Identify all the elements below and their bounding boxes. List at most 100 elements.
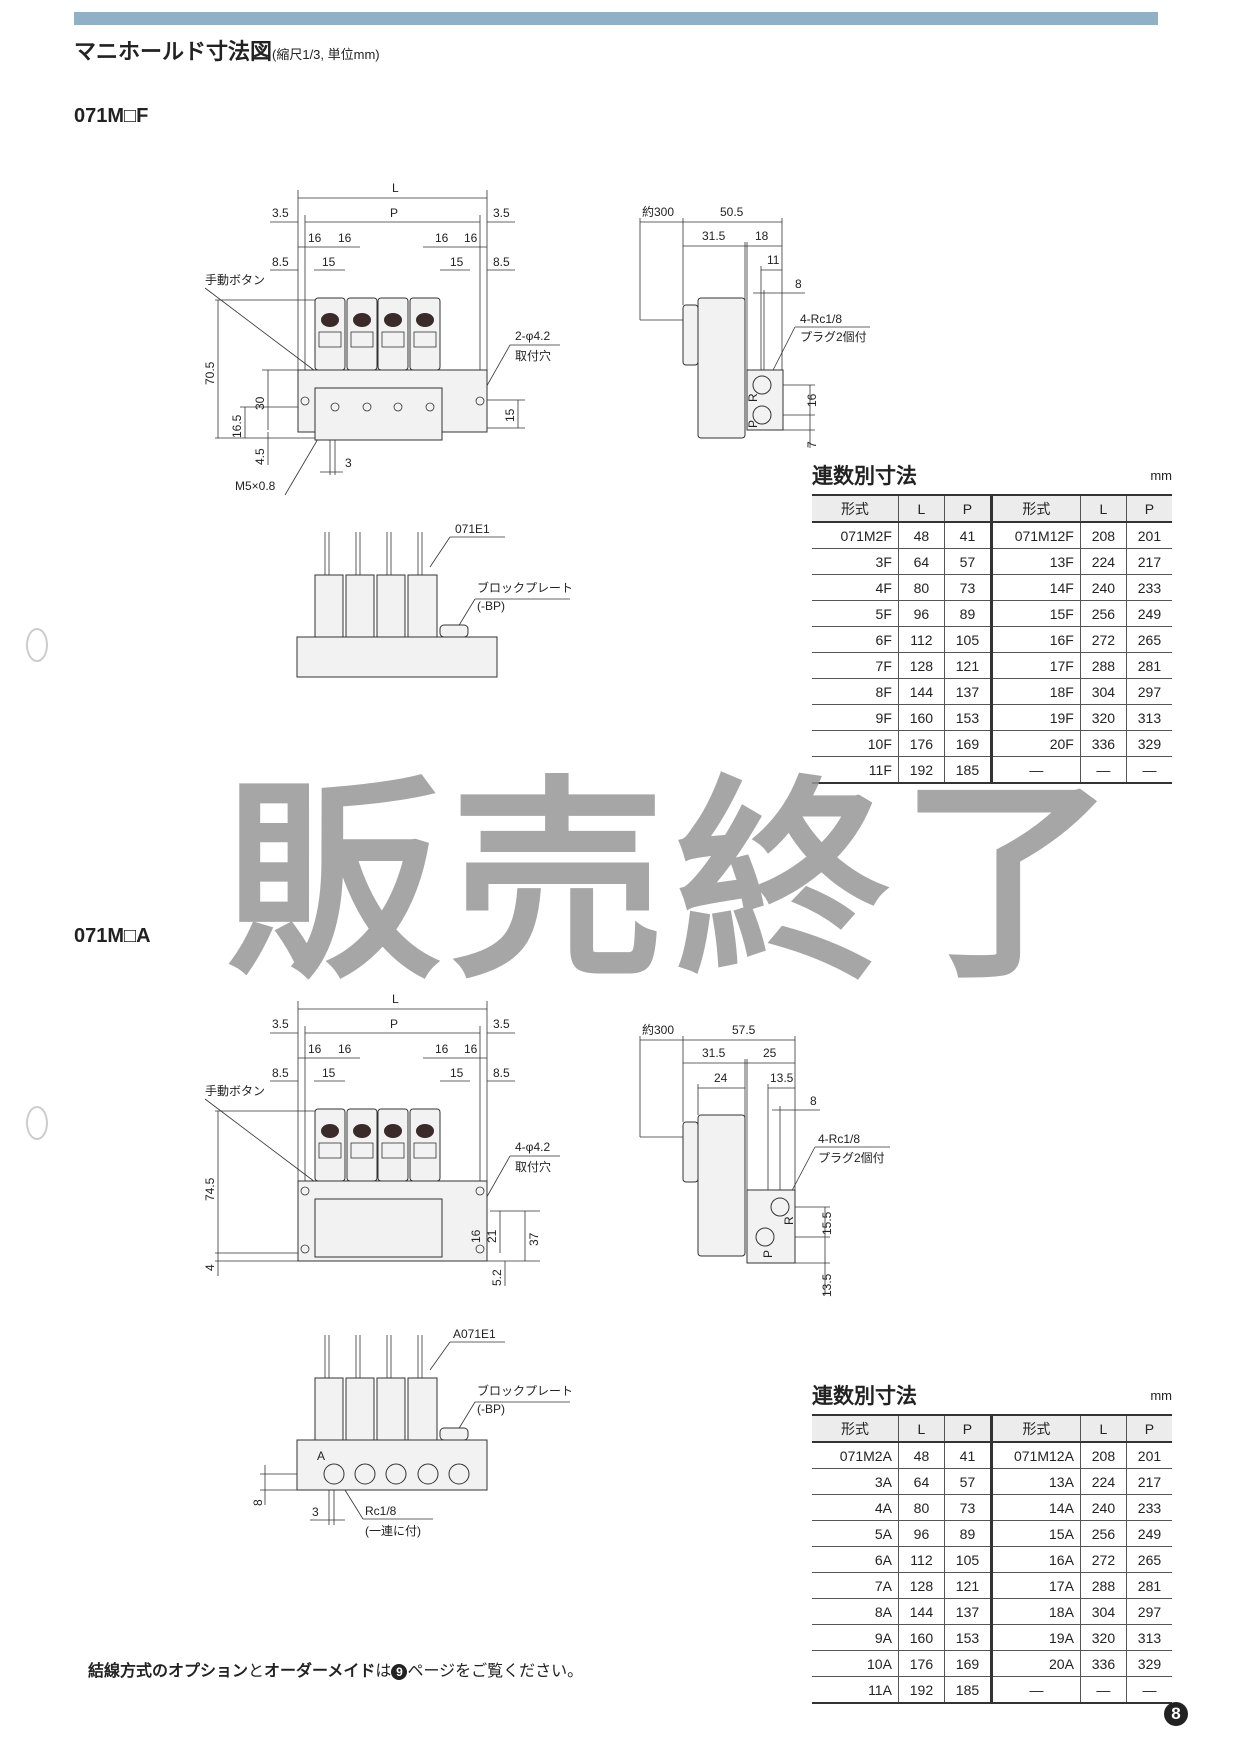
plug-label: プラグ2個付 — [800, 330, 867, 344]
table-cell: 48 — [897, 522, 945, 549]
dim-height: 70.5 — [203, 361, 217, 385]
dim-16: 16 — [308, 231, 322, 245]
table-cell: 329 — [1125, 1650, 1172, 1677]
dim-8-5: 8.5 — [272, 255, 289, 269]
port-r: R — [746, 393, 760, 402]
table-cell: 89 — [943, 600, 992, 627]
port-p: P — [761, 1250, 775, 1258]
column-header: 形式 — [989, 1415, 1081, 1443]
table-cell: 265 — [1125, 626, 1172, 653]
dim-3-5-left: 3.5 — [272, 206, 289, 220]
table-cell: 8F — [812, 678, 899, 705]
table-cell: 17F — [989, 652, 1081, 679]
page-title: マニホールド寸法図(縮尺1/3, 単位mm) — [74, 34, 380, 66]
dim-30: 30 — [253, 396, 267, 410]
table-cell: 121 — [943, 652, 992, 679]
table-cell: 071M2A — [812, 1442, 899, 1469]
table-cell: 16A — [989, 1546, 1081, 1573]
dim-8: 8 — [251, 1499, 265, 1506]
table-cell: 8A — [812, 1598, 899, 1625]
valve-label: A071E1 — [453, 1327, 496, 1341]
dim-wire: 約300 — [642, 1022, 674, 1037]
column-header: L — [1079, 1415, 1127, 1443]
table-cell: 57 — [943, 1468, 992, 1495]
table-cell: 201 — [1125, 522, 1172, 549]
table-cell: 96 — [897, 600, 945, 627]
table-cell: 288 — [1079, 1572, 1127, 1599]
table-cell: 233 — [1125, 1494, 1172, 1521]
dim-v2: 7 — [805, 441, 819, 448]
header-bar — [74, 12, 1158, 25]
column-header: P — [1125, 1415, 1172, 1443]
table-cell: 105 — [943, 626, 992, 653]
table-cell: 18F — [989, 678, 1081, 705]
table-cell: 15A — [989, 1520, 1081, 1547]
column-header: P — [943, 1415, 992, 1443]
column-header: P — [943, 495, 992, 523]
dim-total: 50.5 — [720, 205, 744, 219]
side-view-a: 約300 57.5 31.5 25 24 13.5 8 4-Rc1/8 プラグ2… — [639, 1022, 890, 1297]
manual-button-label: 手動ボタン — [205, 273, 265, 287]
table-cell: 89 — [943, 1520, 992, 1547]
note-text: と — [248, 1663, 265, 1680]
table-cell: 9F — [812, 704, 899, 731]
table-cell: 80 — [897, 1494, 945, 1521]
table-cell: 64 — [897, 548, 945, 575]
valve-label: 071E1 — [455, 522, 490, 536]
dim-16-5: 16.5 — [230, 414, 244, 438]
table-cell: 153 — [943, 704, 992, 731]
table-cell: 11A — [812, 1676, 899, 1704]
title-text: マニホールド寸法図 — [74, 39, 273, 64]
dim-8-5: 8.5 — [272, 1066, 289, 1080]
table-cell: 304 — [1079, 678, 1127, 705]
bottom-view-a: A A071E1 ブロックプレート (-BP) Rc1/8 (一連に付) 8 3 — [251, 1327, 573, 1538]
table-title: 連数別寸法 — [812, 1385, 917, 1408]
plug-label: プラグ2個付 — [818, 1151, 885, 1165]
table-cell: — — [989, 756, 1081, 784]
table-cell: 14F — [989, 574, 1081, 601]
table-cell: 208 — [1079, 1442, 1127, 1469]
dim-16: 16 — [308, 1042, 322, 1056]
mount-hole-label-2: 取付穴 — [515, 348, 551, 363]
dim-21: 21 — [485, 1229, 499, 1243]
table-cell: 217 — [1125, 1468, 1172, 1495]
table-cell: 071M2F — [812, 522, 899, 549]
dim-e: 8 — [810, 1094, 817, 1108]
table-cell: 297 — [1125, 1598, 1172, 1625]
table-cell: 6A — [812, 1546, 899, 1573]
dim-8-5: 8.5 — [493, 255, 510, 269]
bottom-view-f: 071E1 ブロックプレート (-BP) — [296, 522, 573, 678]
binder-hole — [26, 628, 48, 662]
table-cell: 137 — [943, 1598, 992, 1625]
table-cell: 105 — [943, 1546, 992, 1573]
page-number: 8 — [1164, 1702, 1188, 1726]
table-cell: — — [1079, 1676, 1127, 1704]
table-unit: mm — [1150, 1388, 1172, 1403]
table-cell: 256 — [1079, 1520, 1127, 1547]
dim-16: 16 — [435, 1042, 449, 1056]
binder-hole — [26, 1106, 48, 1140]
table-cell: 272 — [1079, 626, 1127, 653]
rc-port-note: (一連に付) — [365, 1524, 421, 1538]
table-cell: 112 — [897, 626, 945, 653]
table-cell: 249 — [1125, 600, 1172, 627]
column-header: 形式 — [812, 1415, 899, 1443]
dim-15: 15 — [450, 255, 464, 269]
table-title: 連数別寸法 — [812, 465, 917, 488]
dim-15: 15 — [322, 255, 336, 269]
table-cell: 201 — [1125, 1442, 1172, 1469]
table-cell: 18A — [989, 1598, 1081, 1625]
table-cell: 144 — [897, 1598, 945, 1625]
column-header: L — [897, 495, 945, 523]
table-cell: 5F — [812, 600, 899, 627]
